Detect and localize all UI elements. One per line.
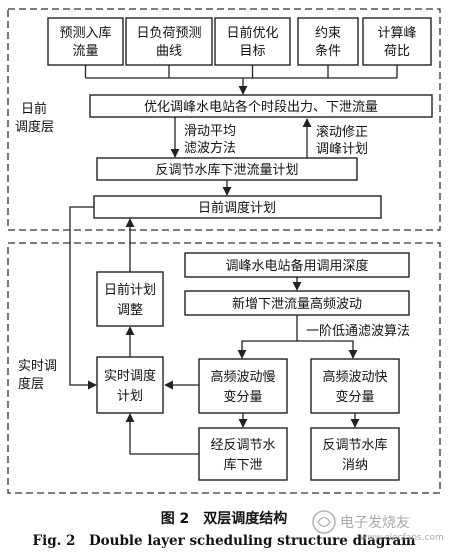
svg-text:高频波动慢变分量: 高频波动慢变分量 [210,369,275,405]
box-realtime-plan: 实时调度计划 [96,356,164,414]
realtime-layer-region [7,242,441,494]
box-hf-fluctuation: 新增下泄流量高频波动 [184,290,410,316]
svg-text:日前计划调整: 日前计划调整 [104,282,156,318]
box-reverse-absorb: 反调节水库消纳 [310,427,400,481]
arrow-dayahead-to-realtime [69,206,97,390]
box-reverse-reservoir-plan: 反调节水库下泄流量计划 [96,157,358,181]
label-smoothing: 滑动平均 滤波方法 [184,124,240,156]
arrow-via-to-realtime [125,413,199,455]
svg-text:日前优化目标: 日前优化目标 [226,25,278,59]
box-inflow-forecast: 预测入库流量 [47,17,124,66]
box-slow-component: 高频波动慢变分量 [198,358,288,414]
svg-text:预测入库流量: 预测入库流量 [59,25,111,59]
watermark-logo-icon [312,510,336,534]
svg-text:约束条件: 约束条件 [315,26,341,59]
arrow-to-fast [297,340,358,359]
label-lowpass: 一阶低通滤波算法 [306,324,410,339]
watermark-en: www.elecfans.com [360,533,444,543]
svg-text:新增下泄流量高频波动: 新增下泄流量高频波动 [232,296,362,312]
label-rolling: 滚动修正 调峰计划 [316,124,372,157]
svg-text:日负荷预测曲线: 日负荷预测曲线 [136,26,201,59]
box-optimize-hydro: 优化调峰水电站各个时段出力、下泄流量 [89,94,433,118]
box-constraints: 约束条件 [297,17,359,66]
svg-text:调峰水电站备用调用深度: 调峰水电站备用调用深度 [225,258,368,274]
svg-text:经反调节水库下泄: 经反调节水库下泄 [210,438,275,473]
caption-cn: 图 2 双层调度结构 [161,510,288,527]
svg-text:计算峰荷比: 计算峰荷比 [377,26,416,59]
box-via-reverse-reservoir: 经反调节水库下泄 [198,427,288,481]
watermark-cn: 电子发烧友 [340,515,410,531]
caption-en: Fig. 2 Double layer scheduling structure… [33,533,416,549]
box-dayahead-adjust: 日前计划调整 [96,271,164,327]
svg-text:实时调度计划: 实时调度计划 [104,368,156,404]
dayahead-layer-region [7,8,441,231]
arrow-to-slow [237,315,298,359]
box-fast-component: 高频波动快变分量 [310,358,400,414]
svg-text:反调节水库消纳: 反调节水库消纳 [322,437,387,473]
svg-text:高频波动快变分量: 高频波动快变分量 [322,369,387,405]
box-peak-load-ratio: 计算峰荷比 [362,17,432,66]
realtime-layer-label: 实时调 度层 [18,359,61,392]
svg-text:优化调峰水电站各个时段出力、下泄流量: 优化调峰水电站各个时段出力、下泄流量 [144,99,378,115]
box-reserve-depth: 调峰水电站备用调用深度 [184,252,410,278]
svg-text:反调节水库下泄流量计划: 反调节水库下泄流量计划 [155,162,298,178]
svg-text:日前调度计划: 日前调度计划 [198,200,276,216]
box-dayahead-plan: 日前调度计划 [93,195,382,219]
dayahead-layer-label: 日前 调度层 [15,101,54,135]
box-load-forecast: 日负荷预测曲线 [125,17,213,66]
box-dayahead-objective: 日前优化目标 [214,17,291,66]
watermark: 电子发烧友 www.elecfans.com [312,510,444,543]
input-connectors [84,65,398,95]
